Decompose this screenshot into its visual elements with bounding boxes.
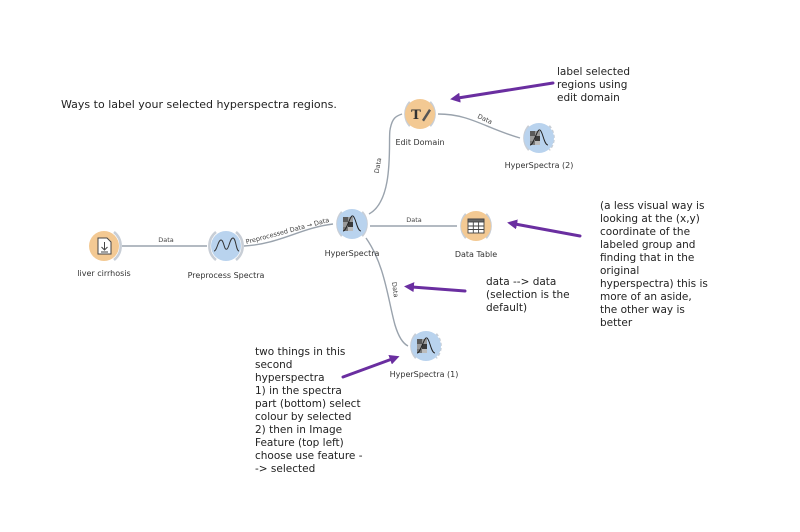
file-import-icon	[97, 237, 112, 255]
link-preprocess-hyper[interactable]	[243, 223, 334, 247]
annotation-arrow-second	[341, 354, 400, 379]
table-icon	[467, 218, 485, 234]
note-second-hyperspectra: two things in this second hyperspectra 1…	[255, 346, 363, 475]
widget-liver-cirrhosis[interactable]	[89, 231, 122, 261]
link-label-hyper-hyper1: Data	[390, 281, 400, 297]
annotation-arrow-data	[404, 282, 467, 293]
note-data-data: data --> data (selection is the default)	[486, 276, 570, 314]
link-hyper-hyper1[interactable]	[365, 237, 409, 347]
widget-label-hyperspectra: HyperSpectra	[324, 249, 380, 258]
annotation-arrow-edit	[450, 81, 555, 103]
edit-text-icon: T	[411, 108, 431, 123]
widget-label-data-table: Data Table	[454, 250, 498, 259]
hyperspectra-icon	[416, 337, 436, 354]
note-edit-domain: label selected regions using edit domain	[557, 66, 631, 104]
link-label-edit-hyper2: Data	[476, 112, 493, 126]
widget-edit-domain[interactable]: T	[404, 99, 436, 129]
widget-preprocess-spectra[interactable]	[208, 231, 244, 261]
widget-label-edit-domain: Edit Domain	[395, 138, 445, 147]
spectra-icon	[213, 237, 240, 252]
widget-hyperspectra-1[interactable]	[410, 331, 442, 361]
page-title: Ways to label your selected hyperspectra…	[61, 98, 337, 111]
hyperspectra-icon	[342, 215, 362, 232]
svg-text:T: T	[411, 108, 421, 123]
hyperspectra-icon	[529, 129, 549, 146]
widget-label-liver-cirrhosis: liver cirrhosis	[77, 269, 131, 278]
link-label-hyper-table: Data	[406, 216, 422, 224]
annotation-arrow-table	[507, 219, 582, 238]
widget-hyperspectra-2[interactable]	[523, 123, 555, 153]
widget-label-preprocess-spectra: Preprocess Spectra	[187, 271, 265, 280]
link-label-hyper-edit: Data	[373, 157, 384, 174]
link-hyper-edit[interactable]	[368, 113, 403, 215]
link-label-liver-preprocess: Data	[158, 236, 174, 244]
widget-label-hyperspectra-2: HyperSpectra (2)	[504, 161, 574, 170]
note-data-table: (a less visual way is looking at the (x,…	[600, 200, 708, 329]
widget-hyperspectra[interactable]	[336, 209, 368, 239]
widget-data-table[interactable]	[460, 211, 492, 241]
widget-label-hyperspectra-1: HyperSpectra (1)	[389, 370, 459, 379]
link-label-preprocess-hyper: Preprocessed Data → Data	[245, 216, 330, 246]
link-edit-hyper2[interactable]	[437, 113, 521, 139]
